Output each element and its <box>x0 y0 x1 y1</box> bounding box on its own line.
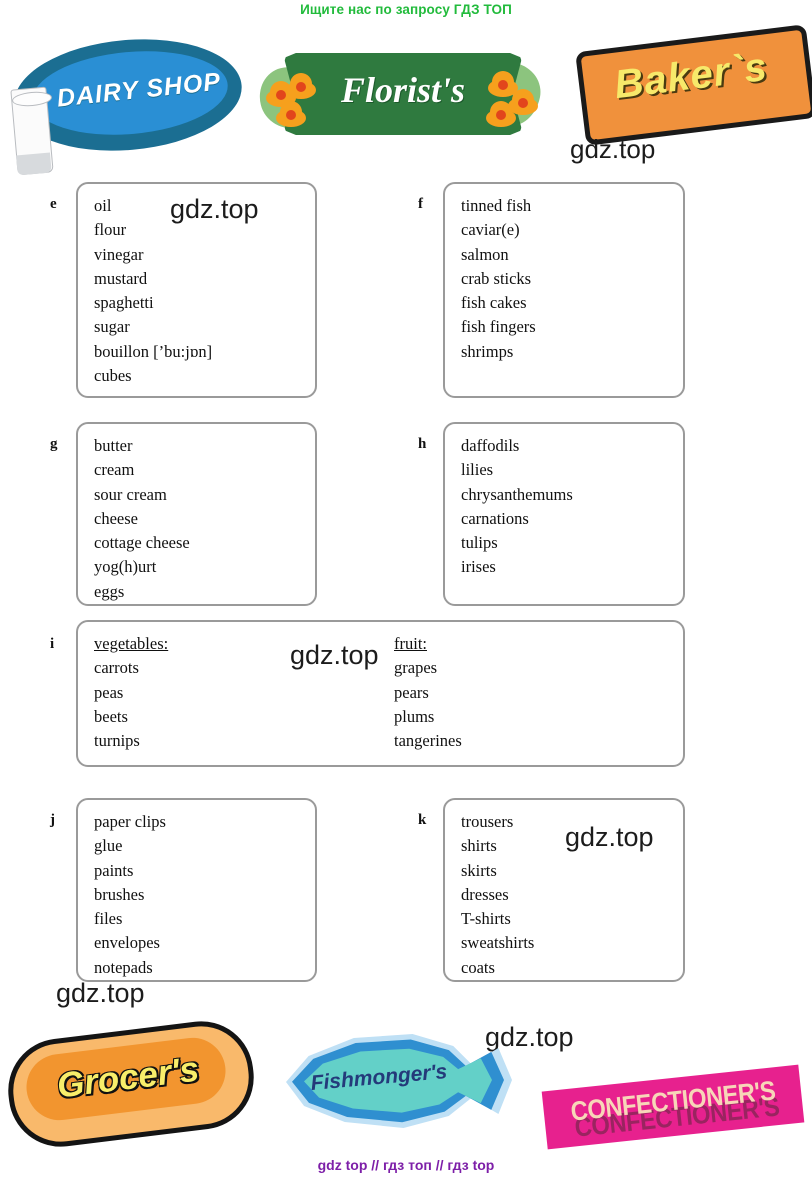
promo-banner: Ищите нас по запросу ГДЗ ТОП <box>300 2 512 17</box>
list-item: spaghetti <box>94 293 154 313</box>
list-item: turnips <box>94 731 140 751</box>
list-item: beets <box>94 706 128 726</box>
list-item: dresses <box>461 884 509 904</box>
list-item: paints <box>94 860 134 880</box>
list-item: lilies <box>461 460 494 480</box>
florists-label: Florist's <box>340 70 466 110</box>
list-item: cream <box>94 460 135 480</box>
vocabulary-box-i: vegetables: carrots peas beets turnips f… <box>76 620 685 767</box>
flower-icon <box>486 101 516 131</box>
flower-icon <box>286 73 316 103</box>
list-item: tinned fish <box>461 196 532 215</box>
footer-watermark: gdz top // гдз топ // гдз top <box>317 1157 495 1173</box>
vocabulary-box-grid: e oil flour vinegar mustard spaghetti su… <box>0 178 812 988</box>
list-item: butter <box>94 436 133 455</box>
box-row-1: e oil flour vinegar mustard spaghetti su… <box>0 178 812 420</box>
confectioners-sign: CONFECTIONER'S CONFECTIONER'S <box>541 1064 812 1150</box>
list-item: sugar <box>94 317 130 337</box>
list-item: daffodils <box>461 436 520 455</box>
box-label-e: e <box>50 196 57 212</box>
list-item: oil <box>94 196 112 215</box>
fishmongers-sign: Fishmonger's <box>282 1026 528 1142</box>
vocabulary-list-h: daffodils lilies chrysanthemums carnatio… <box>445 424 683 590</box>
list-item: carnations <box>461 508 529 528</box>
list-item: T-shirts <box>461 909 511 929</box>
box-label-k: k <box>418 812 427 828</box>
list-item: skirts <box>461 860 497 880</box>
list-item: glue <box>94 836 123 856</box>
list-item: crab sticks <box>461 268 532 288</box>
list-item: pears <box>394 682 429 702</box>
list-item: caviar(e) <box>461 220 520 240</box>
list-item: irises <box>461 557 496 577</box>
list-item: sour cream <box>94 484 167 504</box>
vocabulary-list-k: trousers shirts skirts dresses T-shirts … <box>445 800 683 990</box>
fruit-column: fruit: grapes pears plums tangerines <box>394 632 462 753</box>
flower-icon <box>276 101 306 131</box>
list-item: envelopes <box>94 933 160 953</box>
list-item: grapes <box>394 658 438 678</box>
vocabulary-box-h: daffodils lilies chrysanthemums carnatio… <box>443 422 685 606</box>
flower-icon <box>508 89 538 119</box>
list-item: peas <box>94 682 124 702</box>
list-item: bouillon [’bu:jɒn] <box>94 341 213 361</box>
column-heading-fruit: fruit: <box>394 634 427 653</box>
list-item: mustard <box>94 268 148 288</box>
vocabulary-list-e: oil flour vinegar mustard spaghetti suga… <box>78 184 315 398</box>
list-item: salmon <box>461 244 509 264</box>
list-item: shrimps <box>461 341 514 361</box>
vocabulary-box-j: paper clips glue paints brushes files en… <box>76 798 317 982</box>
list-item: sweatshirts <box>461 933 535 953</box>
list-item: yog(h)urt <box>94 557 157 577</box>
vocabulary-box-f: tinned fish caviar(e) salmon crab sticks… <box>443 182 685 398</box>
box-label-h: h <box>418 436 427 452</box>
list-item: coats <box>461 957 495 977</box>
list-item: fish fingers <box>461 317 536 337</box>
grocers-sign: Grocer's <box>2 1015 260 1153</box>
column-heading-vegetables: vegetables: <box>94 634 169 653</box>
bakers-sign: Baker`s <box>574 24 812 146</box>
vocabulary-box-k: trousers shirts skirts dresses T-shirts … <box>443 798 685 982</box>
box-row-4: j paper clips glue paints brushes files … <box>0 788 812 988</box>
florists-sign: Florist's <box>253 45 548 150</box>
list-item: paper clips <box>94 812 166 831</box>
list-item: carrots <box>94 658 139 678</box>
vocabulary-list-g: butter cream sour cream cheese cottage c… <box>78 424 315 614</box>
list-item: tangerines <box>394 731 462 751</box>
box-label-j: j <box>50 812 55 828</box>
list-item: notepads <box>94 957 153 977</box>
box-label-i: i <box>50 636 55 652</box>
list-item: shirts <box>461 836 497 856</box>
list-item: files <box>94 909 123 929</box>
list-item: chrysanthemums <box>461 484 573 504</box>
vocabulary-list-f: tinned fish caviar(e) salmon crab sticks… <box>445 184 683 374</box>
vocabulary-box-g: butter cream sour cream cheese cottage c… <box>76 422 317 606</box>
florist-banner-shape <box>284 53 522 135</box>
vocabulary-list-j: paper clips glue paints brushes files en… <box>78 800 315 990</box>
list-item: brushes <box>94 884 145 904</box>
vocabulary-list-i: vegetables: carrots peas beets turnips f… <box>78 622 683 763</box>
list-item: plums <box>394 706 435 726</box>
list-item: tulips <box>461 533 498 553</box>
dairy-shop-sign: DAIRY SHOP <box>6 30 247 176</box>
box-row-3: i vegetables: carrots peas beets turnips… <box>0 610 812 788</box>
list-item: cheese <box>94 508 138 528</box>
list-item: vinegar <box>94 244 144 264</box>
list-item: fish cakes <box>461 293 527 313</box>
vegetables-column: vegetables: carrots peas beets turnips <box>94 632 394 753</box>
list-item: cubes <box>94 366 132 386</box>
list-item: trousers <box>461 812 514 831</box>
box-label-f: f <box>418 196 423 212</box>
flower-icon <box>488 71 518 101</box>
box-row-2: g butter cream sour cream cheese cottage… <box>0 420 812 610</box>
vocabulary-box-e: oil flour vinegar mustard spaghetti suga… <box>76 182 317 398</box>
list-item: flour <box>94 220 127 240</box>
box-label-g: g <box>50 436 58 452</box>
list-item: cottage cheese <box>94 533 190 553</box>
list-item: eggs <box>94 581 125 601</box>
